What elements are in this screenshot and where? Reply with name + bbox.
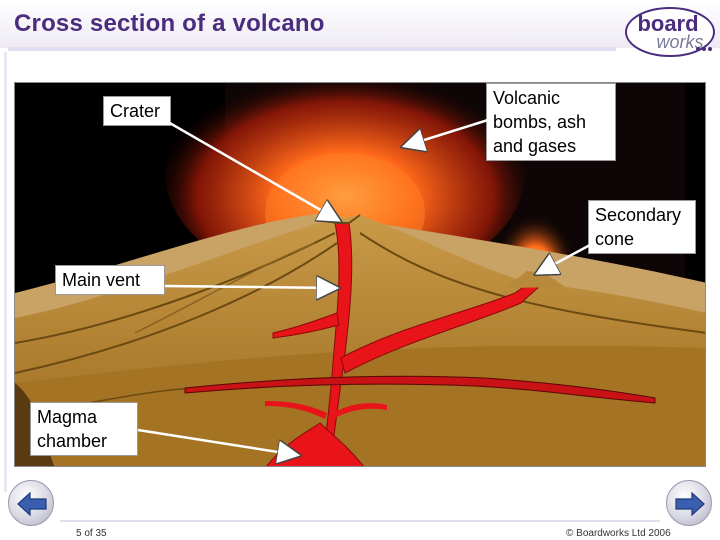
previous-slide-button[interactable] (8, 480, 54, 526)
label-secondary-cone: Secondary cone (588, 200, 696, 254)
arrow-right-icon (675, 491, 705, 517)
label-magma-chamber: Magma chamber (30, 402, 138, 456)
secondary-cone (505, 271, 565, 288)
label-crater: Crater (103, 96, 171, 126)
logo-word-board: board (637, 11, 698, 36)
page-number: 5 of 35 (76, 528, 107, 539)
next-slide-button[interactable] (666, 480, 712, 526)
copyright-notice: © Boardworks Ltd 2006 (566, 528, 671, 539)
label-main-vent: Main vent (55, 265, 165, 295)
title-bar (0, 0, 720, 48)
side-divider (4, 52, 7, 492)
logo-word-works: works (656, 32, 703, 52)
footer-divider (60, 520, 660, 522)
label-volcanic-bombs: Volcanic bombs, ash and gases (486, 83, 616, 161)
arrow-left-icon (17, 491, 47, 517)
title-divider (8, 47, 616, 51)
slide-title: Cross section of a volcano (14, 10, 325, 37)
boardworks-logo: board works (622, 4, 718, 60)
